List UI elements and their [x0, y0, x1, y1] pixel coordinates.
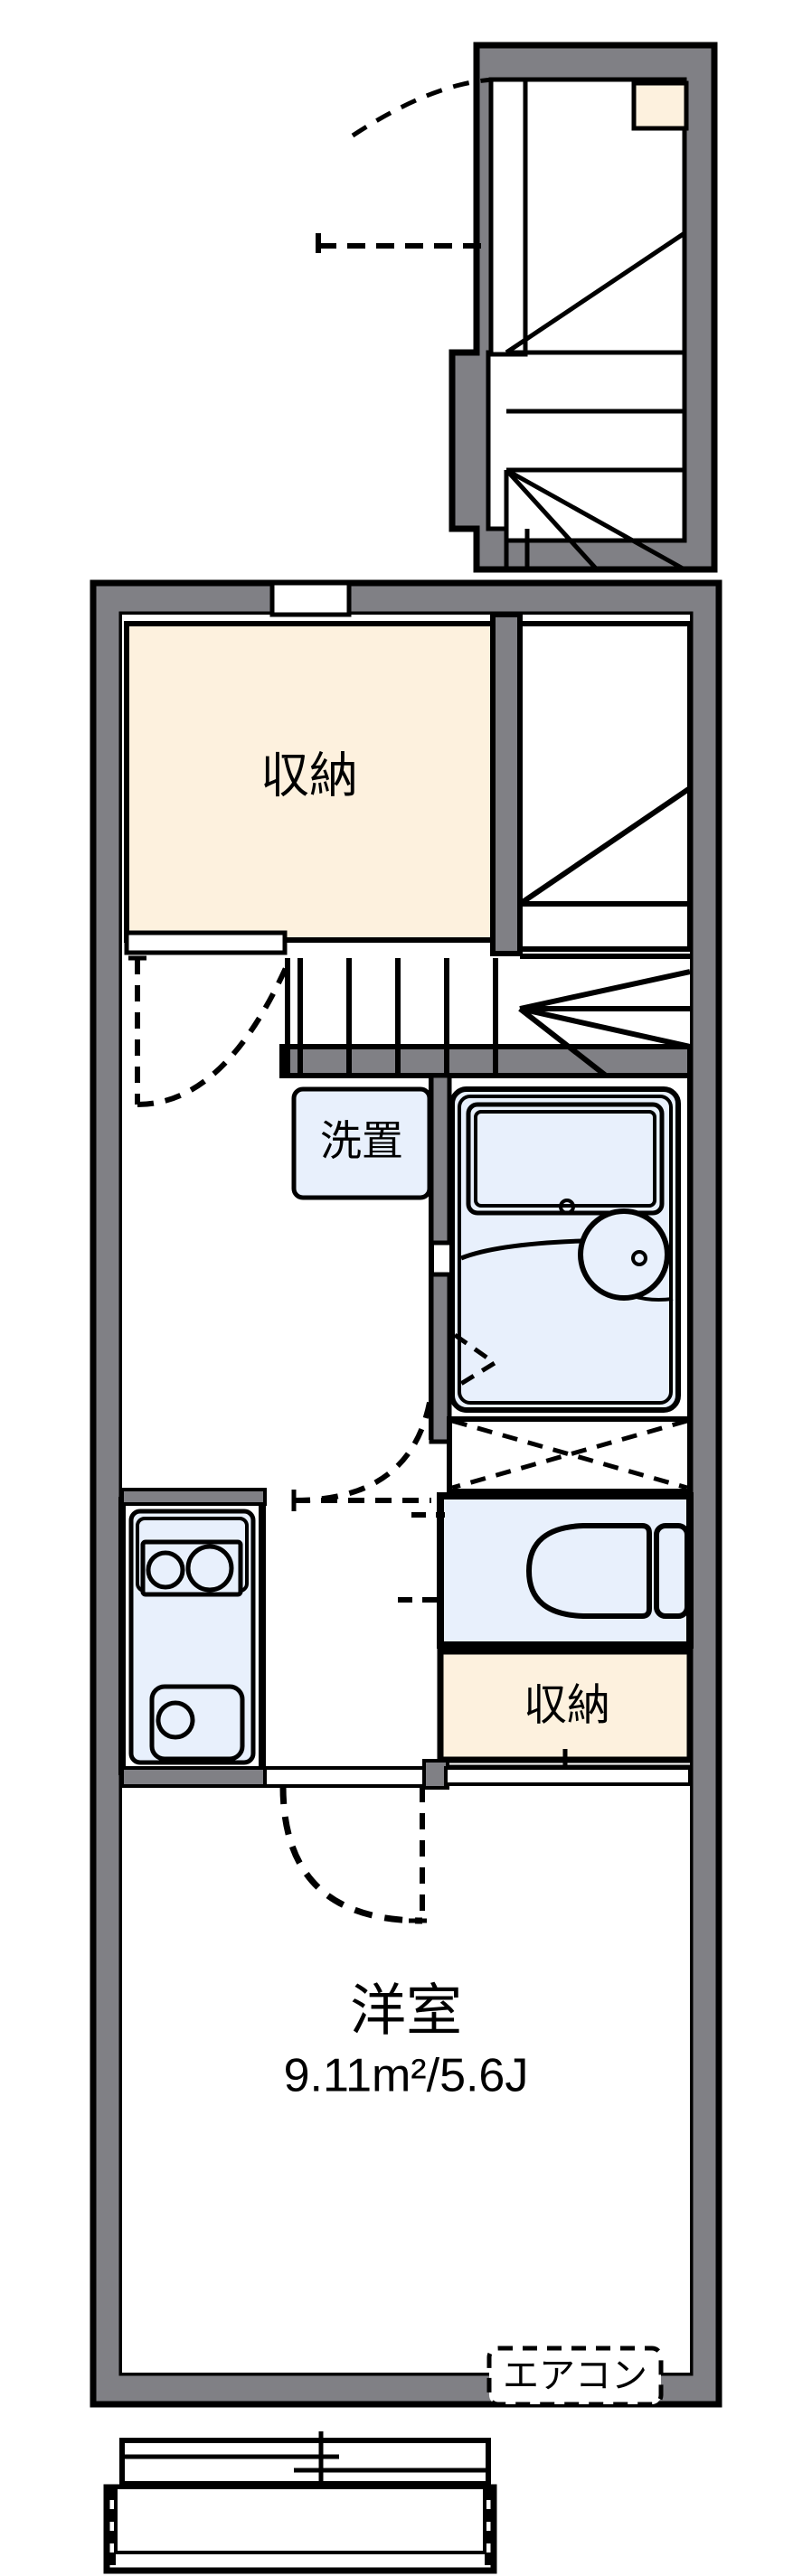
bath-left-wall-upper: [429, 1073, 452, 1246]
entrance-alcove: [488, 77, 528, 357]
sliding-window: [119, 2438, 491, 2487]
kitchen-wall-stub: [120, 1488, 267, 1506]
stair-left-wall: [490, 612, 523, 956]
stair-upper-run-floor: [517, 621, 693, 952]
closet-upper-window: [269, 580, 352, 617]
aircon-box: [486, 2346, 664, 2407]
main-floor-plan: 収納: [90, 579, 722, 2574]
hall-wall-right: [444, 1766, 692, 1786]
upper-stair-treads: [505, 230, 686, 473]
aircon-label: エアコン: [503, 2356, 647, 2396]
stair-bottom-wall: [279, 1044, 693, 1078]
bath-entry-sliding-marks: [451, 1418, 688, 1490]
room-door-opening: [263, 1766, 428, 1788]
kitchen-sink-basin: [149, 1684, 245, 1762]
main-room-area-label: 9.11m²/5.6J: [284, 2050, 529, 2102]
storage-upper-label: 収納: [260, 748, 358, 803]
hall-wall-left: [120, 1766, 269, 1788]
bathtub-drain: [559, 1199, 575, 1215]
entrance-door-swing-arc: [351, 77, 495, 138]
closet-upper-door-opening: [124, 930, 288, 955]
toilet-bowl: [525, 1523, 652, 1619]
upper-plan-closet: [631, 80, 689, 131]
stove-burner-large: [185, 1544, 234, 1593]
storage-lower-label: 収納: [524, 1682, 610, 1730]
stair-upper-treads: [518, 785, 692, 1011]
stair-winder-treads: [518, 969, 691, 1078]
wash-basin-bowl: [578, 1208, 670, 1301]
bathtub-basin: [474, 1110, 656, 1208]
toilet-tank: [654, 1523, 690, 1619]
kitchen-sink-drain: [156, 1700, 195, 1740]
stair-lower-run-treads: [285, 958, 498, 1076]
balcony-inner: [114, 2486, 486, 2554]
upper-stair-winders: [504, 467, 686, 572]
washer-space-label: 洗置: [320, 1117, 403, 1164]
stove-burner-small: [146, 1550, 185, 1590]
upper-entrance-stair-plan: [316, 42, 718, 573]
main-room-label: 洋室: [350, 1979, 462, 2042]
closet-upper-door-swing-arc: [137, 958, 292, 1107]
wash-basin-drain: [631, 1250, 647, 1266]
bath-door-fold-marks: [450, 1332, 499, 1392]
room-door-swing-arc: [279, 1785, 423, 1924]
room-storage-upper: [124, 621, 496, 943]
bath-counter-edge-right: [632, 1294, 674, 1302]
